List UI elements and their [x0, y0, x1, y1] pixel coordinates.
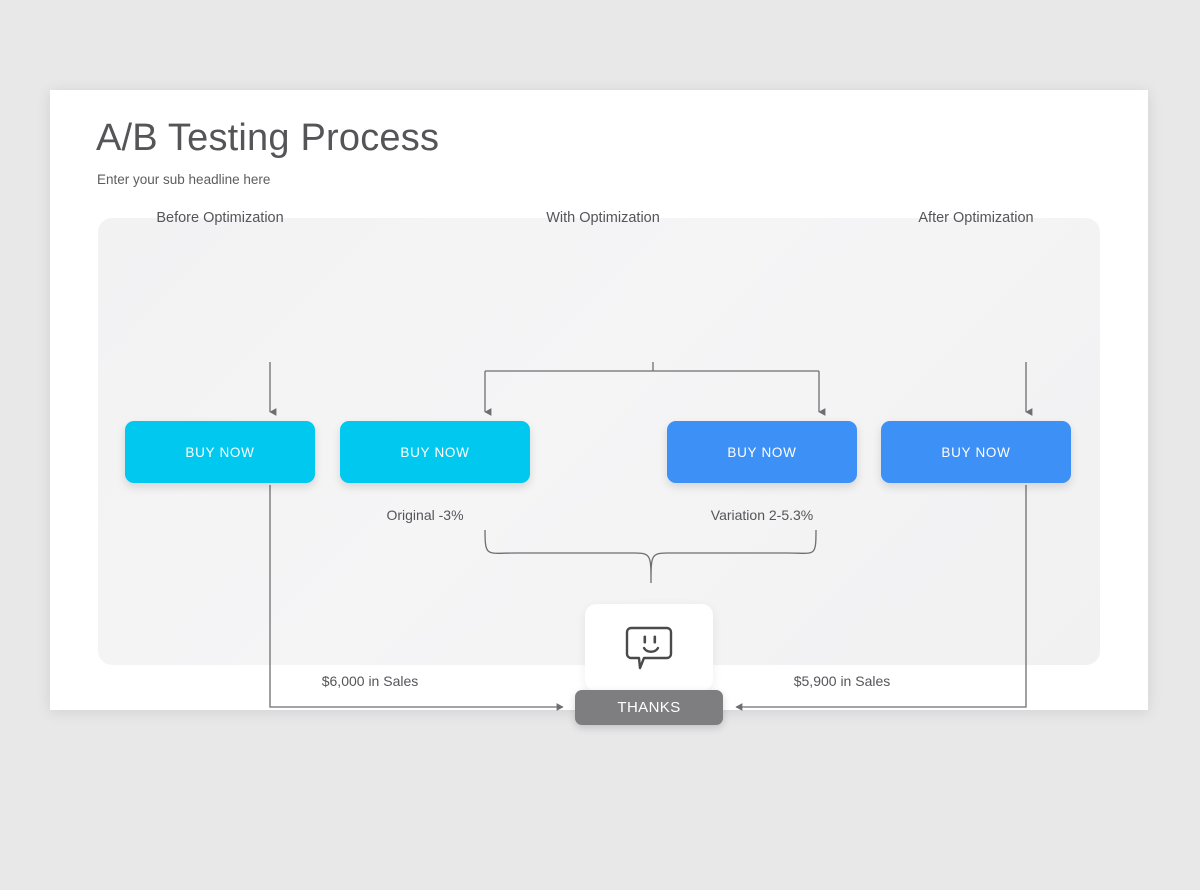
column-label-with-optimization: With Optimization	[546, 210, 660, 226]
buy-now-button-after[interactable]: BUY NOW	[881, 421, 1071, 483]
buy-now-button-variation[interactable]: BUY NOW	[667, 421, 857, 483]
result-card	[585, 604, 713, 691]
variant-caption-variation: Variation 2-5.3%	[710, 507, 814, 523]
variant-caption-original: Original -3%	[386, 507, 464, 523]
buy-now-button-before[interactable]: BUY NOW	[125, 421, 315, 483]
page-subtitle: Enter your sub headline here	[97, 172, 271, 187]
column-label-before-optimization: Before Optimization	[156, 210, 284, 226]
buy-now-label: BUY NOW	[727, 444, 797, 460]
sales-label-after: $5,900 in Sales	[793, 673, 891, 689]
thanks-label: THANKS	[617, 699, 681, 716]
sales-label-before: $6,000 in Sales	[321, 673, 419, 689]
thanks-button[interactable]: THANKS	[575, 690, 723, 725]
column-label-after-optimization: After Optimization	[918, 210, 1034, 226]
smiley-speech-bubble-icon	[625, 626, 673, 670]
buy-now-button-original[interactable]: BUY NOW	[340, 421, 530, 483]
buy-now-label: BUY NOW	[185, 444, 255, 460]
buy-now-label: BUY NOW	[941, 444, 1011, 460]
buy-now-label: BUY NOW	[400, 444, 470, 460]
slide-canvas: A/B Testing Process Enter your sub headl…	[50, 90, 1148, 725]
page-title: A/B Testing Process	[96, 117, 440, 159]
